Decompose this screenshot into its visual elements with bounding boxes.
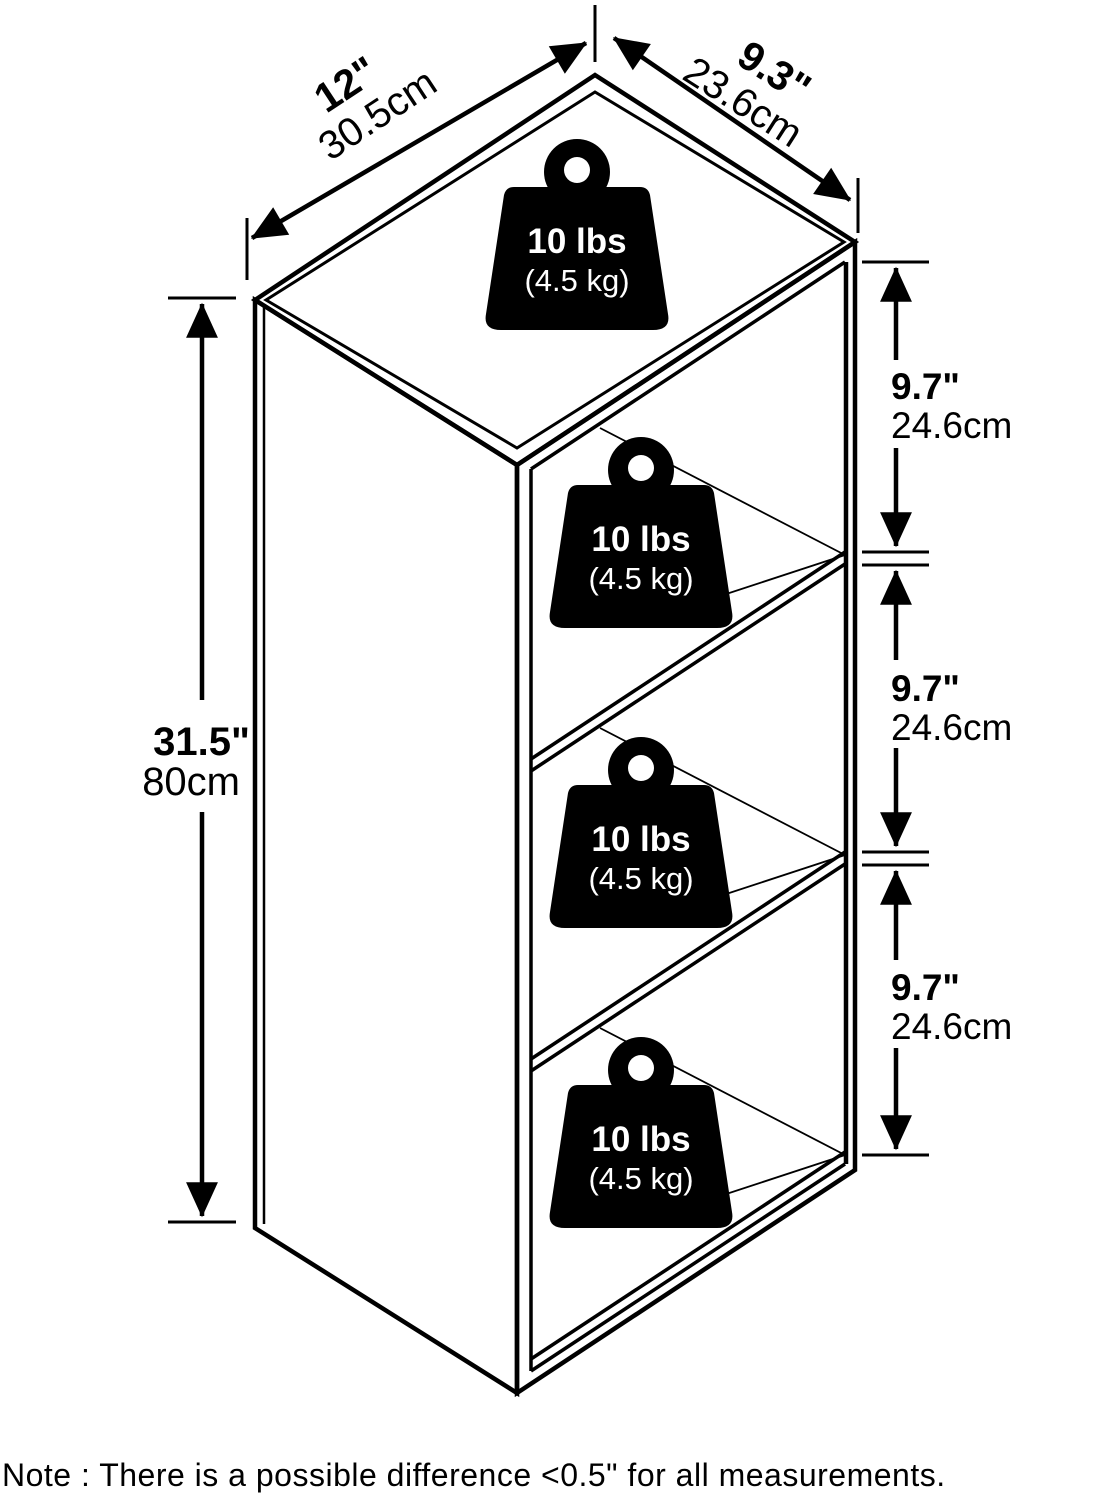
weight-ring-hole — [628, 1055, 654, 1081]
shelf-2-inches-label: 9.7" — [891, 668, 960, 709]
cabinet-drawing — [250, 72, 860, 1398]
depth-dimension-arrow — [612, 36, 852, 202]
weight-capacity-icon-cubby-3: 10 lbs (4.5 kg) — [549, 1037, 733, 1228]
measurement-note: Note : There is a possible difference <0… — [2, 1457, 946, 1493]
shelf-1-dimension: 9.7" 24.6cm — [880, 266, 1012, 548]
weight-capacity-kg: (4.5 kg) — [588, 561, 693, 596]
shelf-1-inches-label: 9.7" — [891, 366, 960, 407]
left-side-panel — [252, 295, 520, 1398]
weight-body-icon — [549, 485, 733, 628]
weight-capacity-icon-cubby-2: 10 lbs (4.5 kg) — [549, 737, 733, 928]
weight-capacity-lbs: 10 lbs — [527, 222, 626, 261]
top-board-underside-edge — [530, 260, 846, 471]
weight-capacity-kg: (4.5 kg) — [588, 1161, 693, 1196]
weight-capacity-icon-top: 10 lbs (4.5 kg) — [485, 139, 669, 330]
shelf-1-bottom-edge — [530, 562, 846, 773]
weight-ring-hole — [628, 455, 654, 481]
shelf-1-top-edge — [530, 550, 846, 761]
weight-capacity-lbs: 10 lbs — [591, 1120, 690, 1159]
shelf-2-dimension: 9.7" 24.6cm — [880, 569, 1012, 848]
shelf-2-top-edge — [530, 850, 846, 1061]
height-inches-label: 31.5" — [153, 720, 250, 764]
bottom-board-bottom-edge — [530, 1162, 846, 1373]
shelf-3-inches-label: 9.7" — [891, 967, 960, 1008]
weight-ring-hole — [628, 755, 654, 781]
weight-capacity-lbs: 10 lbs — [591, 820, 690, 859]
shelf-2-cm-label: 24.6cm — [891, 707, 1012, 748]
weight-capacity-kg: (4.5 kg) — [588, 861, 693, 896]
weight-ring-hole — [564, 157, 590, 183]
shelf-1-cm-label: 24.6cm — [891, 405, 1012, 446]
weight-capacity-icon-cubby-1: 10 lbs (4.5 kg) — [549, 437, 733, 628]
weight-capacity-lbs: 10 lbs — [591, 520, 690, 559]
weight-body-icon — [549, 785, 733, 928]
front-face-outer-edge — [514, 237, 858, 1398]
width-dimension-arrow — [250, 41, 588, 240]
shelf-2-bottom-edge — [530, 862, 846, 1073]
weight-body-icon — [549, 1085, 733, 1228]
shelf-3-cm-label: 24.6cm — [891, 1006, 1012, 1047]
shelf-dimensions: 9.7" 24.6cm 9.7" 24.6cm 9.7" 24.6cm — [862, 260, 1012, 1157]
shelf-3-dimension: 9.7" 24.6cm — [880, 869, 1012, 1151]
weight-capacity-kg: (4.5 kg) — [524, 263, 629, 298]
height-cm-label: 80cm — [142, 760, 240, 804]
height-dimension: 31.5" 80cm — [142, 296, 250, 1224]
bottom-board-top-edge — [530, 1150, 846, 1361]
